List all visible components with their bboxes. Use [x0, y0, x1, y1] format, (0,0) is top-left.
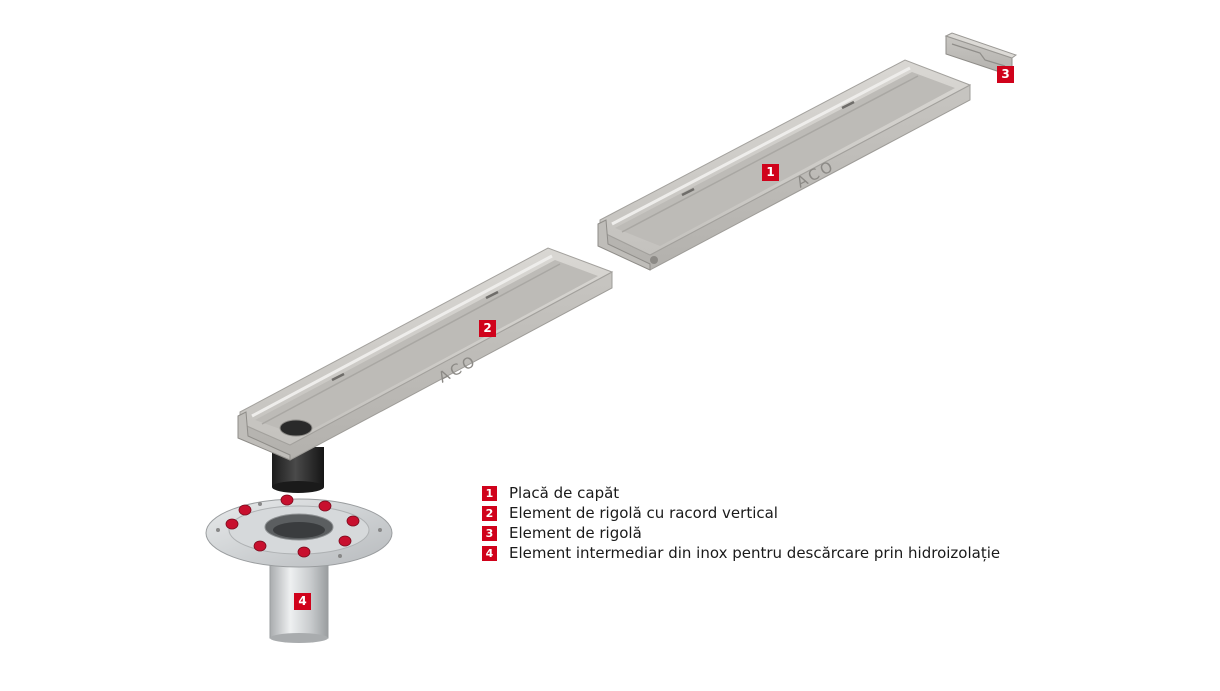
legend-number: 1 — [482, 485, 497, 501]
legend-item-4: 4 Element intermediar din inox pentru de… — [482, 543, 1000, 563]
legend-label: Element intermediar din inox pentru desc… — [509, 544, 1001, 562]
callout-marker-4: 4 — [294, 593, 311, 610]
legend-label: Placă de capăt — [509, 484, 620, 502]
legend-number: 4 — [482, 545, 497, 561]
legend-number: 3 — [482, 525, 497, 541]
channel-element-with-outlet: ACO — [237, 247, 614, 493]
legend-item-1: 1 Placă de capăt — [482, 483, 1000, 503]
callout-marker-3: 3 — [997, 66, 1014, 83]
end-plate — [944, 32, 1018, 77]
legend-label: Element de rigolă cu racord vertical — [509, 504, 778, 522]
legend-item-3: 3 Element de rigolă — [482, 523, 1000, 543]
legend-item-2: 2 Element de rigolă cu racord vertical — [482, 503, 1000, 523]
channel-element-upper: ACO — [597, 59, 972, 271]
legend-label: Element de rigolă — [509, 524, 642, 542]
legend-number: 2 — [482, 505, 497, 521]
bolt-caps — [225, 494, 360, 558]
stainless-intermediate-element — [205, 494, 393, 643]
callout-marker-2: 2 — [479, 320, 496, 337]
legend: 1 Placă de capăt 2 Element de rigolă cu … — [482, 483, 1000, 563]
callout-marker-1: 1 — [762, 164, 779, 181]
